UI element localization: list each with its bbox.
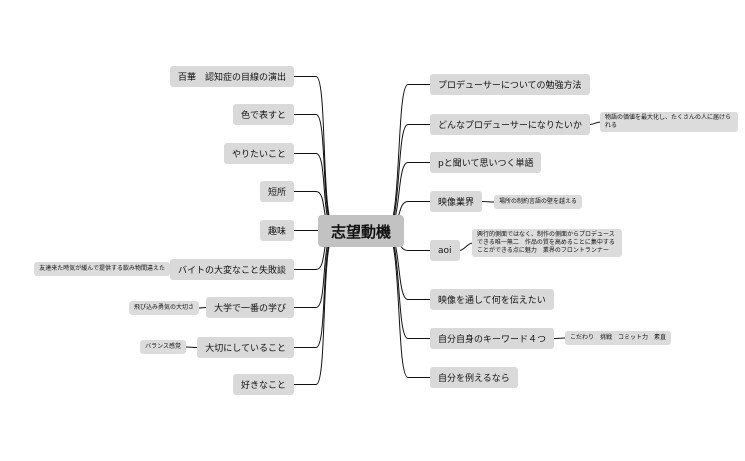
leaf-aoi-detail[interactable]: 興行的側面ではなく、制作の側面からプロデュースできる唯一無二 作品の質を高めるこ…: [472, 229, 622, 258]
branch-p-words[interactable]: pと聞いて思いつく単語: [430, 152, 542, 173]
leaf-producer-detail[interactable]: 物語の価値を最大化し、たくさんの人に届けられる: [600, 112, 738, 133]
leaf-keywords-detail[interactable]: こだわり 挑戦 コミット力 素直: [565, 331, 672, 345]
leaf-parttime-detail[interactable]: 友達来た時気が緩んで提供する飲み物間違えた: [34, 262, 170, 276]
branch-video-industry[interactable]: 映像業界: [430, 191, 483, 212]
branch-parttime-failure[interactable]: バイトの大変なこと失敗談: [169, 259, 294, 280]
branch-color[interactable]: 色で表すと: [232, 104, 294, 125]
branch-weakness[interactable]: 短所: [259, 181, 294, 202]
connector-right: [385, 230, 430, 339]
center-topic[interactable]: 志望動機: [318, 215, 404, 247]
leaf-connector: [459, 242, 473, 251]
branch-likes[interactable]: 好きなこと: [232, 374, 294, 395]
branch-producer-study[interactable]: プロデューサーについての勉強方法: [430, 74, 590, 95]
connector-left: [294, 230, 337, 348]
leaf-connector: [589, 121, 601, 125]
leaf-connector: [198, 307, 206, 309]
branch-want-to-do[interactable]: やりたいこと: [223, 143, 294, 164]
leaf-values-detail[interactable]: バランス感覚: [140, 340, 186, 354]
leaf-connector: [185, 346, 198, 348]
branch-hyakka[interactable]: 百華 認知症の目線の演出: [169, 66, 294, 87]
connector-left: [294, 114, 337, 232]
leaf-university-detail[interactable]: 飛び込み勇気の大切さ: [128, 301, 199, 315]
connector-right: [385, 230, 430, 378]
branch-aoi[interactable]: aoi: [430, 240, 460, 261]
leaf-video-industry-detail[interactable]: 場所の制約言語の壁を越える: [494, 195, 582, 209]
branch-ideal-producer[interactable]: どんなプロデューサーになりたいか: [430, 114, 590, 135]
branch-self-metaphor[interactable]: 自分を例えるなら: [430, 367, 518, 388]
leaf-connector: [482, 201, 495, 203]
branch-values[interactable]: 大切にしていること: [197, 337, 294, 358]
branch-four-keywords[interactable]: 自分自身のキーワード４つ: [430, 328, 555, 349]
branch-hobby[interactable]: 趣味: [259, 220, 294, 241]
connector-right: [385, 84, 430, 232]
branch-university-learning[interactable]: 大学で一番の学び: [205, 297, 294, 318]
leaf-connector: [554, 337, 566, 339]
branch-message-through-video[interactable]: 映像を通して何を伝えたい: [430, 289, 554, 310]
